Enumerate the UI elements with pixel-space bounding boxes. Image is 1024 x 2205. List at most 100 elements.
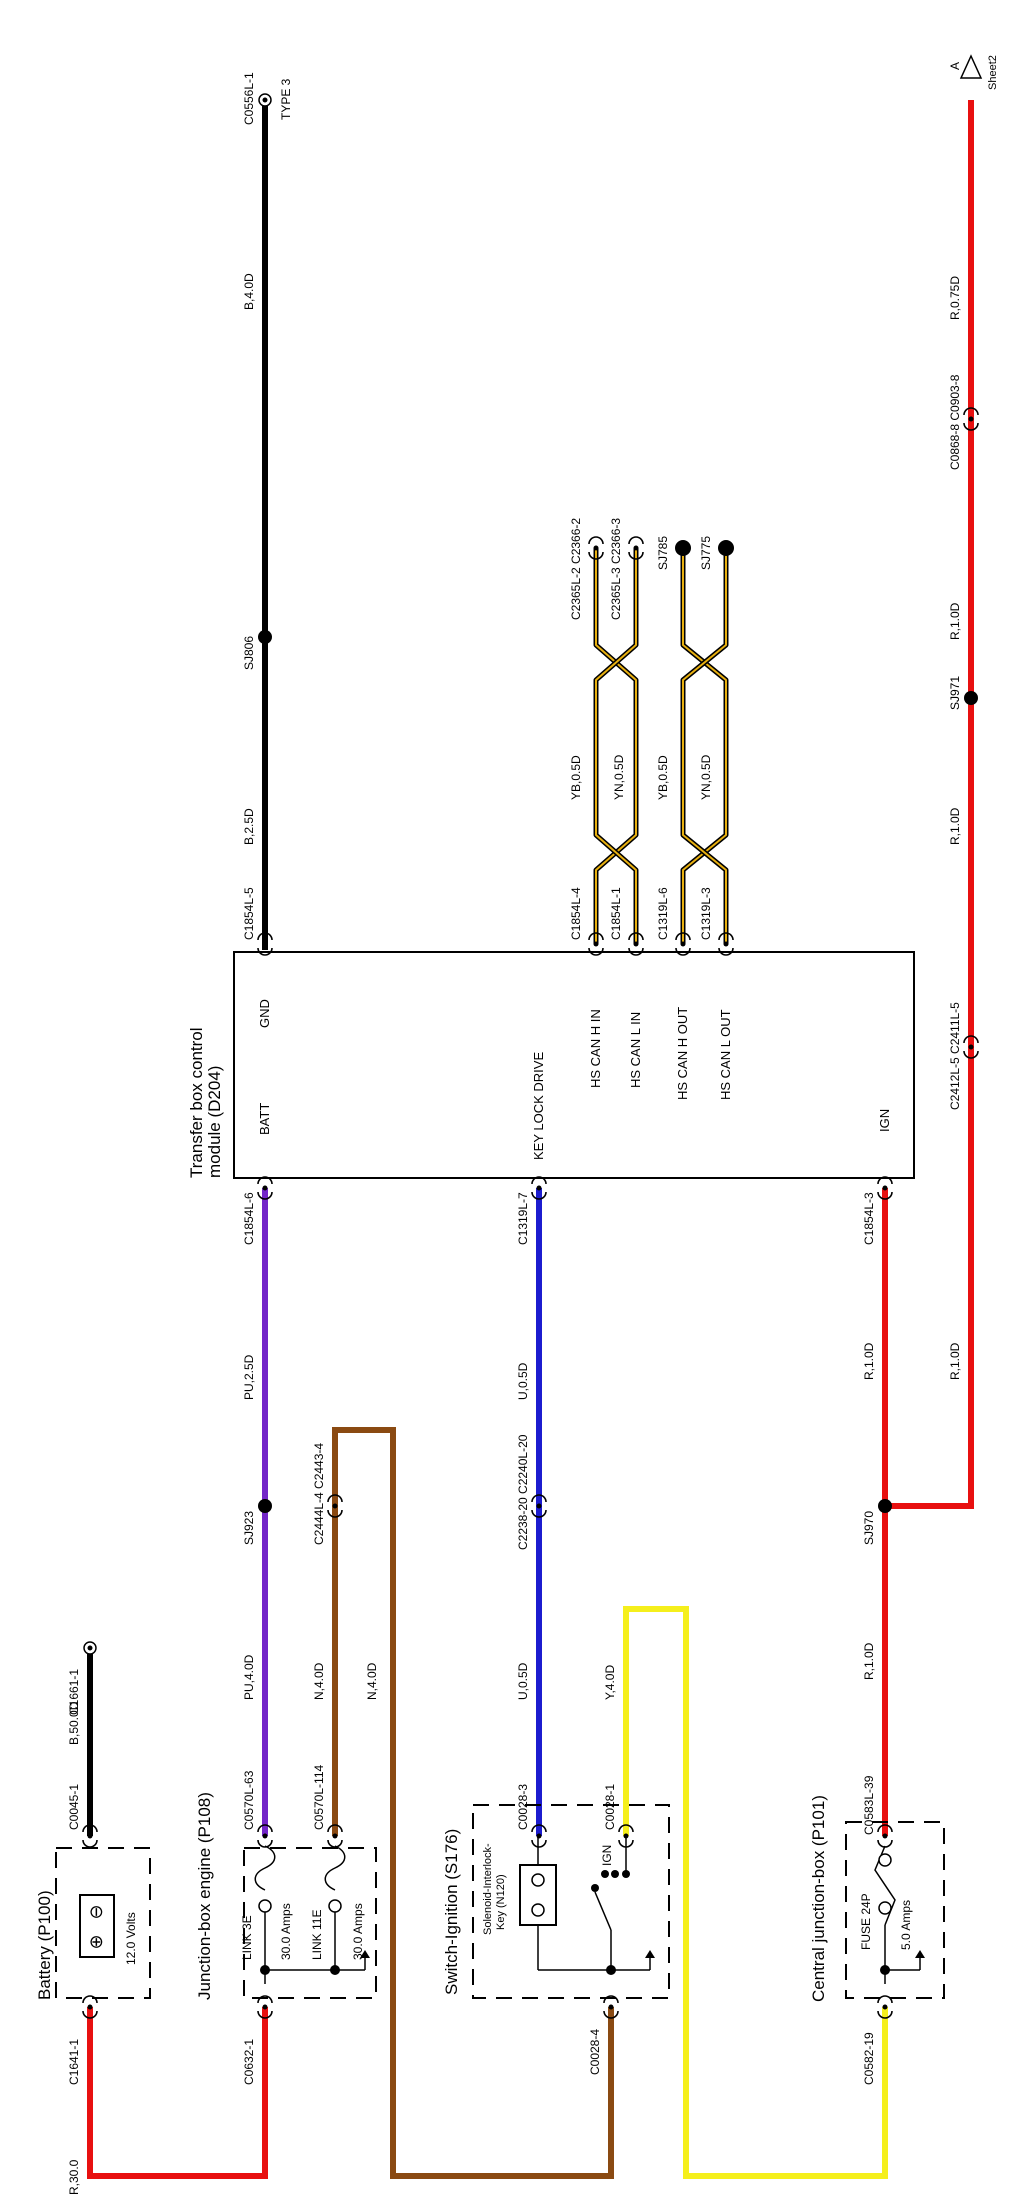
wire-label-u05b: U,0.5D	[516, 1362, 530, 1400]
jbe-link2: LINK 11E	[310, 1910, 324, 1960]
wire-label-y40: Y,4.0D	[603, 1665, 617, 1700]
battery-minus-icon: ⊖	[86, 1904, 106, 1919]
battery-voltage: 12.0 Volts	[124, 1912, 138, 1965]
cjb-amps: 5.0 Amps	[899, 1900, 913, 1950]
label-sj775: SJ775	[699, 536, 713, 570]
wire-y40	[623, 1606, 888, 2179]
module-title-1: Transfer box control	[187, 1027, 206, 1178]
wire-label-r10c: R,1.0D	[948, 1342, 962, 1380]
label-c0028-1: C0028-1	[603, 1784, 617, 1830]
label-c2238: C2238-20 C2240L-20	[516, 1434, 530, 1550]
label-type3: TYPE 3	[279, 78, 293, 120]
battery-component: ⊕ ⊖	[55, 1847, 151, 1999]
label-c1854-5: C1854L-5	[242, 887, 256, 940]
module-box	[233, 951, 915, 1179]
label-c2365-3: C2365L-3 C2366-3	[609, 518, 623, 620]
wire-label-r10e: R,1.0D	[948, 602, 962, 640]
label-c0583: C0583L-39	[862, 1775, 876, 1835]
wire-label-b25: B,2.5D	[242, 808, 256, 845]
jbe-amps2: 30.0 Amps	[351, 1903, 365, 1960]
pin-key-lock: KEY LOCK DRIVE	[531, 1052, 546, 1160]
label-c1854-4: C1854L-4	[569, 887, 583, 940]
label-c2444: C2444L-4 C2443-4	[312, 1443, 326, 1545]
label-c1661: C1661-1	[67, 1669, 81, 1715]
battery-title: Battery (P100)	[35, 1890, 54, 2000]
cjb-component	[845, 1821, 945, 1999]
label-sj923: SJ923	[242, 1511, 256, 1545]
label-sj785: SJ785	[656, 536, 670, 570]
can-pair-2a	[680, 548, 729, 944]
ignition-component	[472, 1804, 670, 1999]
wire-label-b50: B,50.0D	[67, 1701, 81, 1745]
wire-label-pu40: PU,4.0D	[242, 1654, 256, 1700]
label-c0582: C0582-19	[862, 2032, 876, 2085]
jbe-amps1: 30.0 Amps	[279, 1903, 293, 1960]
label-sj970: SJ970	[862, 1511, 876, 1545]
pin-can-h-out: HS CAN H OUT	[675, 1007, 690, 1100]
label-c0868: C0868-8 C0903-8	[948, 374, 962, 470]
wire-r10-upper	[885, 100, 974, 1509]
label-c1319-7: C1319L-7	[516, 1192, 530, 1245]
wire-label-b40: B,4.0D	[242, 273, 256, 310]
pin-gnd: GND	[257, 999, 272, 1028]
can-pair-2a-core	[682, 548, 727, 944]
wire-label-u05a: U,0.5D	[516, 1662, 530, 1700]
battery-plus-icon: ⊕	[86, 1934, 106, 1949]
jbe-title: Junction-box engine (P108)	[195, 1792, 214, 2000]
wire-label-yb05a: YB,0.5D	[569, 755, 583, 800]
ignition-solenoid-2: Key (N120)	[495, 1874, 507, 1930]
label-c0045: C0045-1	[67, 1784, 81, 1830]
jbe-component	[243, 1845, 377, 1999]
can-pair-1a-core	[595, 548, 637, 944]
label-sj806: SJ806	[242, 636, 256, 670]
wire-label-r075: R,0.75D	[948, 276, 962, 320]
wire-r30	[87, 2007, 268, 2179]
label-sheet-link-letter: A	[948, 62, 962, 70]
label-c0556: C0556L-1	[242, 72, 256, 125]
wire-label-r10a: R,1.0D	[862, 1642, 876, 1680]
pin-ign: IGN	[877, 1109, 892, 1132]
label-c1854-1: C1854L-1	[609, 887, 623, 940]
pin-can-l-out: HS CAN L OUT	[718, 1009, 733, 1100]
pin-batt: BATT	[257, 1103, 272, 1135]
connector-symbols	[82, 54, 983, 2019]
label-c0028-4: C0028-4	[588, 2029, 602, 2075]
jbe-link1: LINK 3E	[240, 1915, 254, 1960]
sheet-link-arrow-icon	[959, 54, 983, 79]
can-pair-2b-core	[682, 548, 727, 944]
pin-can-h-in: HS CAN H IN	[588, 1009, 603, 1088]
wire-label-yb05b: YB,0.5D	[656, 755, 670, 800]
ignition-ign: IGN	[600, 1845, 614, 1866]
label-c2412: C2412L-5 C2411L-5	[948, 1002, 962, 1110]
wire-label-r10d: R,1.0D	[948, 807, 962, 845]
label-c0028-3: C0028-3	[516, 1784, 530, 1830]
wire-label-n40a: N,4.0D	[312, 1662, 326, 1700]
label-sheet-link: Sheet2	[987, 55, 999, 90]
wire-label-yn05a: YN,0.5D	[612, 754, 626, 800]
label-c1319-6: C1319L-6	[656, 887, 670, 940]
label-c0570-114: C0570L-114	[312, 1765, 326, 1830]
wire-n40	[332, 1427, 614, 2179]
label-c1641: C1641-1	[67, 2039, 81, 2085]
can-pair-2b	[680, 548, 729, 944]
wire-label-r30: R,30.0	[67, 2159, 81, 2195]
label-c0632: C0632-1	[242, 2039, 256, 2085]
label-c1854-6: C1854L-6	[242, 1192, 256, 1245]
labels: Battery (P100) 12.0 Volts Junction-box e…	[35, 55, 999, 2195]
label-c0570-63: C0570L-63	[242, 1770, 256, 1830]
wire-label-r10b: R,1.0D	[862, 1342, 876, 1380]
wire-label-yn05b: YN,0.5D	[699, 754, 713, 800]
ignition-title: Switch-Ignition (S176)	[442, 1829, 461, 1995]
can-pair-1b-core	[595, 548, 637, 944]
label-c1854-3: C1854L-3	[862, 1192, 876, 1245]
cjb-fuse: FUSE 24P	[859, 1893, 873, 1950]
ignition-solenoid-1: Solenoid-Interlock-	[482, 1843, 494, 1935]
label-sj971: SJ971	[948, 676, 962, 710]
label-c1319-3: C1319L-3	[699, 887, 713, 940]
cjb-title: Central junction-box (P101)	[809, 1795, 828, 2002]
module-title-2: module (D204)	[205, 1066, 224, 1178]
pin-can-l-in: HS CAN L IN	[628, 1012, 643, 1088]
wire-label-n40b: N,4.0D	[365, 1662, 379, 1700]
can-pairs	[593, 548, 729, 944]
